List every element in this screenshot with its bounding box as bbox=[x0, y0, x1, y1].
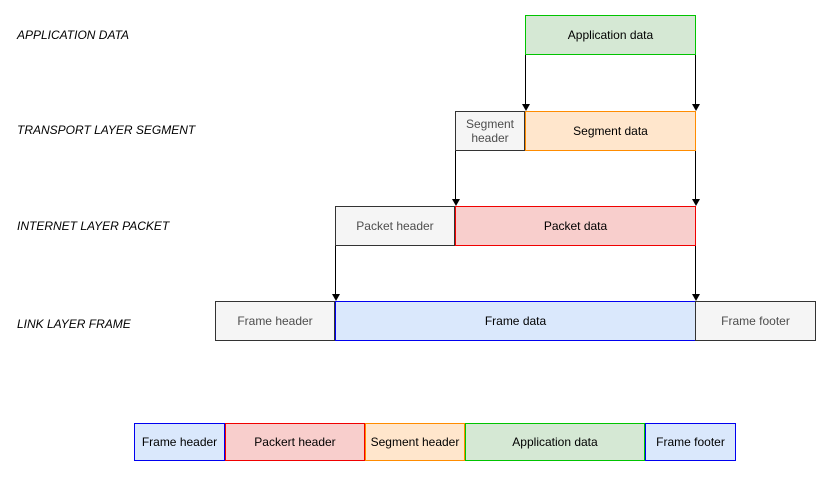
arrow-packet-to-frame-left bbox=[331, 246, 340, 301]
frame-data-box: Frame data bbox=[335, 301, 696, 341]
arrow-app-to-segment-right bbox=[691, 55, 700, 111]
composed-application-data-box: Application data bbox=[465, 423, 645, 461]
packet-header-box: Packet header bbox=[335, 206, 455, 246]
arrow-segment-to-packet-right bbox=[691, 151, 700, 206]
composed-packet-header-box: Packert header bbox=[225, 423, 365, 461]
arrow-segment-to-packet-left bbox=[451, 151, 460, 206]
layer-label-link-layer-frame: LINK LAYER FRAME bbox=[17, 317, 131, 331]
composed-segment-header-box: Segment header bbox=[365, 423, 465, 461]
arrowhead-down-icon bbox=[521, 104, 530, 111]
composed-frame-header-box: Frame header bbox=[134, 423, 225, 461]
arrowhead-down-icon bbox=[331, 294, 340, 301]
packet-data-box: Packet data bbox=[455, 206, 696, 246]
composed-frame-footer-box: Frame footer bbox=[645, 423, 736, 461]
arrowhead-down-icon bbox=[451, 199, 460, 206]
segment-header-box: Segment header bbox=[455, 111, 525, 151]
segment-data-box: Segment data bbox=[525, 111, 696, 151]
arrowhead-down-icon bbox=[691, 104, 700, 111]
arrowhead-down-icon bbox=[691, 199, 700, 206]
application-data-box: Application data bbox=[525, 15, 696, 55]
layer-label-internet-layer-packet: INTERNET LAYER PACKET bbox=[17, 219, 170, 233]
frame-header-box: Frame header bbox=[215, 301, 335, 341]
layer-label-transport-layer-segment: TRANSPORT LAYER SEGMENT bbox=[17, 123, 196, 137]
arrow-packet-to-frame-right bbox=[691, 246, 700, 301]
frame-footer-box: Frame footer bbox=[695, 301, 816, 341]
arrow-app-to-segment-left bbox=[521, 55, 530, 111]
layer-label-application-data: APPLICATION DATA bbox=[17, 28, 130, 42]
arrowhead-down-icon bbox=[691, 294, 700, 301]
